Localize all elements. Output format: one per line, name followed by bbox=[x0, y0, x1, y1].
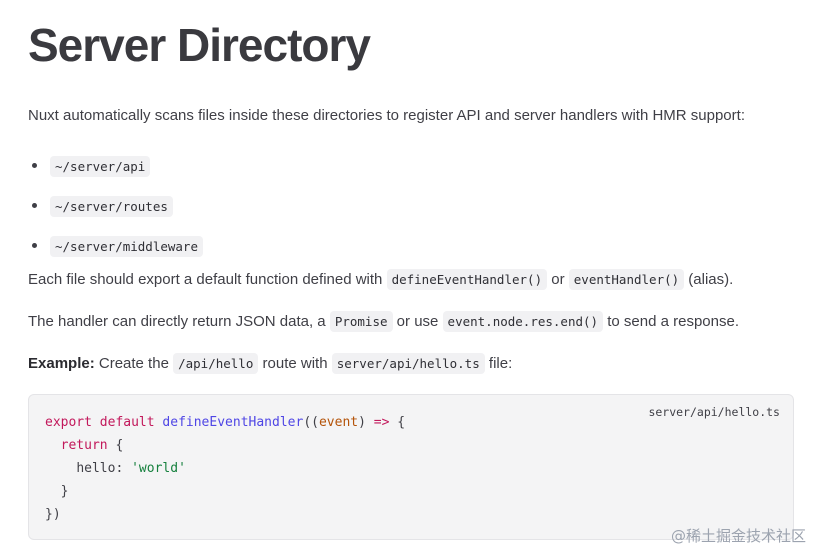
inline-code: defineEventHandler() bbox=[386, 269, 548, 290]
code-punct: (( bbox=[303, 415, 319, 430]
text: or bbox=[547, 271, 569, 288]
list-item: ~/server/middleware bbox=[28, 226, 203, 266]
list-item: ~/server/api bbox=[28, 146, 203, 186]
watermark: @稀土掘金技术社区 bbox=[670, 527, 806, 545]
inline-code: server/api/hello.ts bbox=[331, 353, 485, 374]
export-paragraph: Each file should export a default functi… bbox=[28, 268, 733, 292]
code-keyword: default bbox=[99, 415, 155, 430]
inline-code: /api/hello bbox=[173, 353, 259, 374]
text: Each file should export a default functi… bbox=[28, 271, 387, 288]
text: route with bbox=[258, 355, 332, 372]
text: file: bbox=[484, 355, 513, 372]
code-punct: } bbox=[60, 484, 69, 499]
directory-list: ~/server/api ~/server/routes ~/server/mi… bbox=[28, 146, 203, 266]
code-content: export default defineEventHandler((event… bbox=[45, 411, 405, 526]
code-punct: }) bbox=[45, 507, 61, 522]
text: to send a response. bbox=[603, 313, 739, 330]
code-arrow: => bbox=[373, 415, 390, 430]
inline-code: ~/server/api bbox=[50, 155, 151, 177]
example-label: Example: bbox=[28, 355, 95, 372]
code-keyword: export bbox=[45, 415, 92, 430]
code-punct: { bbox=[107, 438, 124, 453]
list-item: ~/server/routes bbox=[28, 186, 203, 226]
code-punct: ) bbox=[358, 415, 374, 430]
text: or use bbox=[392, 313, 443, 330]
inline-code: event.node.res.end() bbox=[442, 311, 604, 332]
code-key: hello: bbox=[76, 461, 132, 476]
code-string: 'world' bbox=[131, 461, 186, 476]
inline-code: eventHandler() bbox=[568, 269, 685, 290]
example-paragraph: Example: Create the /api/hello route wit… bbox=[28, 352, 512, 376]
inline-code: ~/server/routes bbox=[50, 195, 173, 217]
code-function: defineEventHandler bbox=[162, 415, 304, 430]
page-title: Server Directory bbox=[28, 19, 371, 71]
handler-paragraph: The handler can directly return JSON dat… bbox=[28, 310, 739, 334]
code-keyword: return bbox=[60, 438, 108, 453]
text: (alias). bbox=[684, 271, 734, 288]
intro-paragraph: Nuxt automatically scans files inside th… bbox=[28, 107, 745, 124]
inline-code: ~/server/middleware bbox=[50, 235, 203, 257]
text: The handler can directly return JSON dat… bbox=[28, 313, 330, 330]
code-filename: server/api/hello.ts bbox=[648, 405, 780, 419]
code-param: event bbox=[318, 415, 359, 430]
code-block[interactable]: server/api/hello.ts export default defin… bbox=[28, 394, 794, 540]
inline-code: Promise bbox=[329, 311, 393, 332]
code-punct: { bbox=[389, 415, 406, 430]
text: Create the bbox=[94, 355, 174, 372]
